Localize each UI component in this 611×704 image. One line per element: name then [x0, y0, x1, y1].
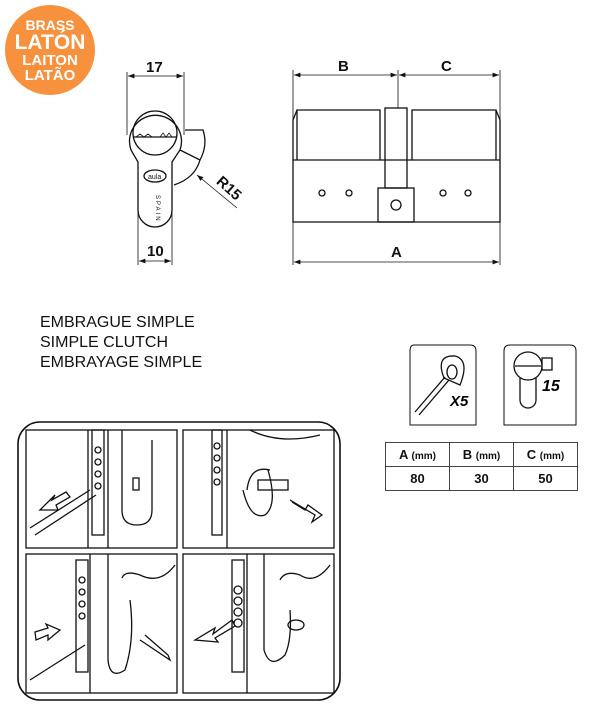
table-header-row: A (mm) B (mm) C (mm) — [385, 442, 578, 467]
badge-line-pt: LATÃO — [24, 67, 76, 84]
header-b: B (mm) — [449, 442, 514, 467]
keys-icon — [409, 344, 477, 426]
dim-b-label: B — [338, 58, 349, 75]
badge-line-en: BRASS — [25, 17, 75, 33]
table-row: 80 30 50 — [385, 466, 578, 491]
cam-icon — [503, 344, 577, 426]
step-2-illustration — [211, 429, 324, 548]
keys-count-label: X5 — [450, 393, 469, 410]
value-b: 30 — [449, 466, 514, 491]
header-a: A (mm) — [385, 442, 450, 467]
instruction-panel — [17, 421, 341, 701]
front-view-drawing: aula SPAIN — [126, 72, 238, 265]
dim-c-label: C — [441, 58, 452, 75]
dim-a-label: A — [391, 244, 402, 261]
description-es: EMBRAGUE SIMPLE — [40, 314, 195, 331]
step-3-illustration — [29, 554, 176, 693]
clutch-description: EMBRAGUE SIMPLE SIMPLE CLUTCH EMBRAYAGE … — [40, 313, 202, 373]
step-1-illustration — [29, 429, 153, 548]
description-en: SIMPLE CLUTCH — [40, 334, 169, 351]
value-c: 50 — [513, 466, 578, 491]
badge-line-fr: LAITON — [22, 52, 78, 69]
header-c: C (mm) — [513, 442, 578, 467]
badge-line-es: LATÓN — [14, 31, 86, 54]
brand-logo-text: aula — [148, 174, 161, 181]
description-fr: EMBRAYAGE SIMPLE — [40, 354, 203, 371]
material-badge: BRASS LATÓN LAITON LATÃO — [5, 5, 95, 95]
svg-text:SPAIN: SPAIN — [154, 195, 160, 223]
side-view-drawing — [292, 70, 501, 265]
cam-angle-label: 15 — [542, 378, 560, 395]
dimensions-table: A (mm) B (mm) C (mm) 80 30 50 — [385, 442, 578, 491]
dim-width-label: 17 — [146, 59, 163, 76]
step-4-illustration — [192, 554, 331, 693]
value-a: 80 — [385, 466, 450, 491]
dim-bottom-label: 10 — [147, 243, 164, 260]
